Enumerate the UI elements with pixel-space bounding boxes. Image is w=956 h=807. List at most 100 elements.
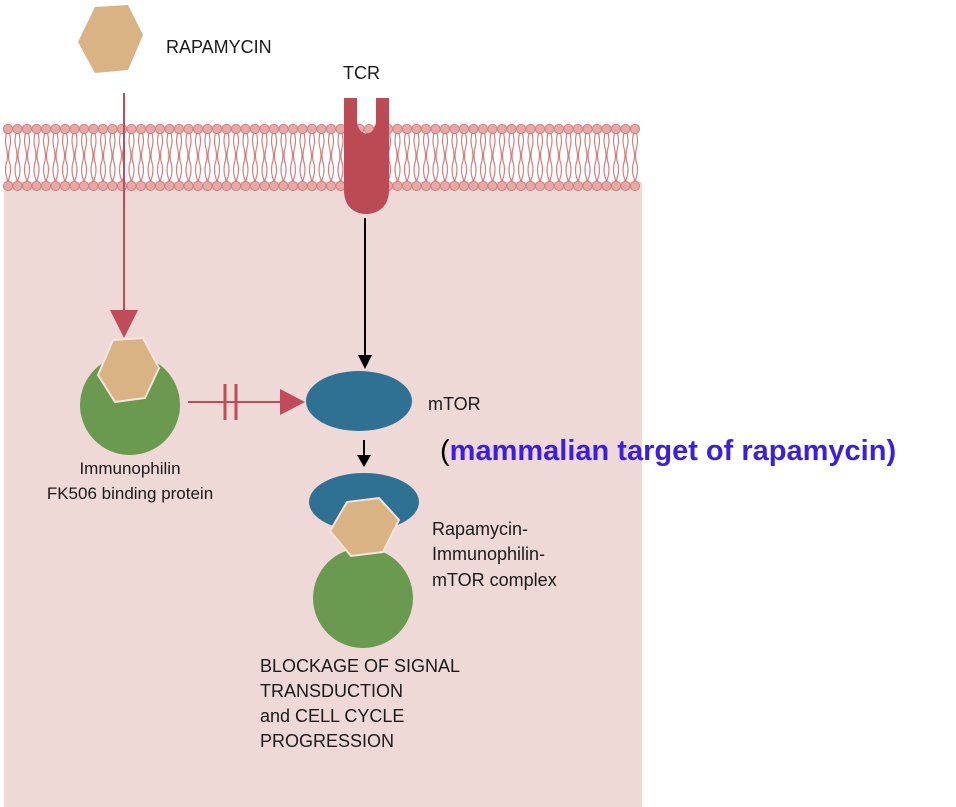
lipid-tail: [128, 132, 135, 164]
lipid-head: [468, 123, 479, 135]
lipid-head: [59, 123, 71, 135]
lipid-tail: [280, 132, 287, 164]
lipid-head: [430, 123, 441, 135]
lipid-tail: [536, 132, 544, 164]
complex-immunophilin-circle: [313, 548, 413, 648]
lipid-tail: [413, 132, 420, 164]
lipid-head: [2, 123, 14, 135]
lipid-tail: [441, 132, 449, 164]
mtor-expansion-close: ): [886, 435, 896, 467]
lipid-head: [601, 180, 612, 192]
mtor-expansion: (mammalian target of rapamycin): [440, 435, 896, 467]
lipid-tail: [99, 132, 107, 164]
lipid-tail: [61, 132, 69, 164]
lipid-head: [335, 123, 346, 135]
lipid-tail: [23, 132, 31, 164]
lipid-head: [439, 123, 451, 135]
lipid-head: [173, 180, 185, 192]
lipid-tail: [71, 132, 78, 164]
lipid-head: [316, 123, 327, 135]
lipid-head: [173, 123, 185, 135]
lipid-head: [297, 123, 308, 135]
lipid-head: [135, 123, 147, 135]
immunophilin-label-line2: FK506 binding protein: [47, 484, 213, 503]
lipid-head: [21, 123, 33, 135]
lipid-head: [230, 180, 242, 192]
lipid-tail: [470, 132, 477, 164]
lipid-head: [610, 123, 622, 135]
lipid-head: [458, 180, 470, 192]
lipid-tail: [33, 132, 40, 164]
lipid-head: [183, 123, 194, 135]
lipid-tail: [232, 132, 240, 164]
lipid-tail: [479, 132, 487, 164]
inhibition-arrowhead: [280, 389, 305, 415]
mtor-ellipse: [306, 371, 412, 431]
lipid-head: [534, 180, 546, 192]
lipid-head: [411, 180, 422, 192]
lipid-head: [629, 180, 641, 192]
lipid-head: [401, 180, 413, 192]
lipid-tail: [242, 132, 249, 164]
lipid-head: [563, 180, 574, 192]
lipid-head: [40, 123, 52, 135]
mtor-label: mTOR: [428, 394, 481, 414]
lipid-head: [116, 180, 128, 192]
lipid-head: [107, 180, 118, 192]
lipid-head: [278, 123, 289, 135]
lipid-head: [116, 123, 128, 135]
lipid-head: [12, 180, 23, 192]
lipid-head: [306, 123, 318, 135]
lipid-head: [477, 180, 489, 192]
lipid-head: [477, 123, 489, 135]
lipid-head: [21, 180, 33, 192]
lipid-tail: [612, 132, 620, 164]
lipid-tail: [489, 132, 496, 164]
tcr-label: TCR: [343, 63, 380, 83]
lipid-head: [164, 123, 175, 135]
lipid-tail: [422, 132, 430, 164]
immunophilin-label-line1: Immunophilin: [79, 459, 180, 478]
lipid-head: [31, 180, 42, 192]
lipid-head: [582, 123, 593, 135]
lipid-tail: [432, 132, 439, 164]
lipid-head: [430, 180, 441, 192]
lipid-tail: [593, 132, 601, 164]
lipid-tail: [498, 132, 506, 164]
complex-rapamycin-molecule: [328, 496, 401, 558]
lipid-head: [249, 123, 261, 135]
lipid-tail: [156, 132, 164, 164]
lipid-head: [620, 180, 631, 192]
lipid-head: [420, 180, 432, 192]
lipid-head: [154, 180, 166, 192]
rapamycin-label: RAPAMYCIN: [166, 37, 272, 57]
lipid-tail: [147, 132, 154, 164]
lipid-head: [620, 123, 631, 135]
lipid-tail: [270, 132, 278, 164]
lipid-head: [487, 123, 498, 135]
mtor-expansion-open: (: [440, 435, 450, 467]
lipid-head: [97, 123, 109, 135]
lipid-head: [553, 123, 565, 135]
rapamycin-arrowhead: [110, 310, 138, 338]
lipid-head: [221, 180, 232, 192]
lipid-head: [69, 180, 80, 192]
lipid-tail: [52, 132, 59, 164]
lipid-tail: [451, 132, 458, 164]
lipid-head: [40, 180, 52, 192]
lipid-head: [259, 123, 270, 135]
lipid-head: [515, 123, 527, 135]
lipid-head: [211, 123, 223, 135]
tcr-receptor: [344, 98, 389, 214]
lipid-tail: [299, 132, 306, 164]
lipid-tail: [109, 132, 116, 164]
lipid-head: [268, 180, 280, 192]
complex-label-line2: Immunophilin-: [432, 544, 545, 564]
lipid-tail: [42, 132, 50, 164]
lipid-head: [259, 180, 270, 192]
lipid-head: [69, 123, 80, 135]
lipid-head: [420, 123, 432, 135]
lipid-head: [496, 180, 508, 192]
